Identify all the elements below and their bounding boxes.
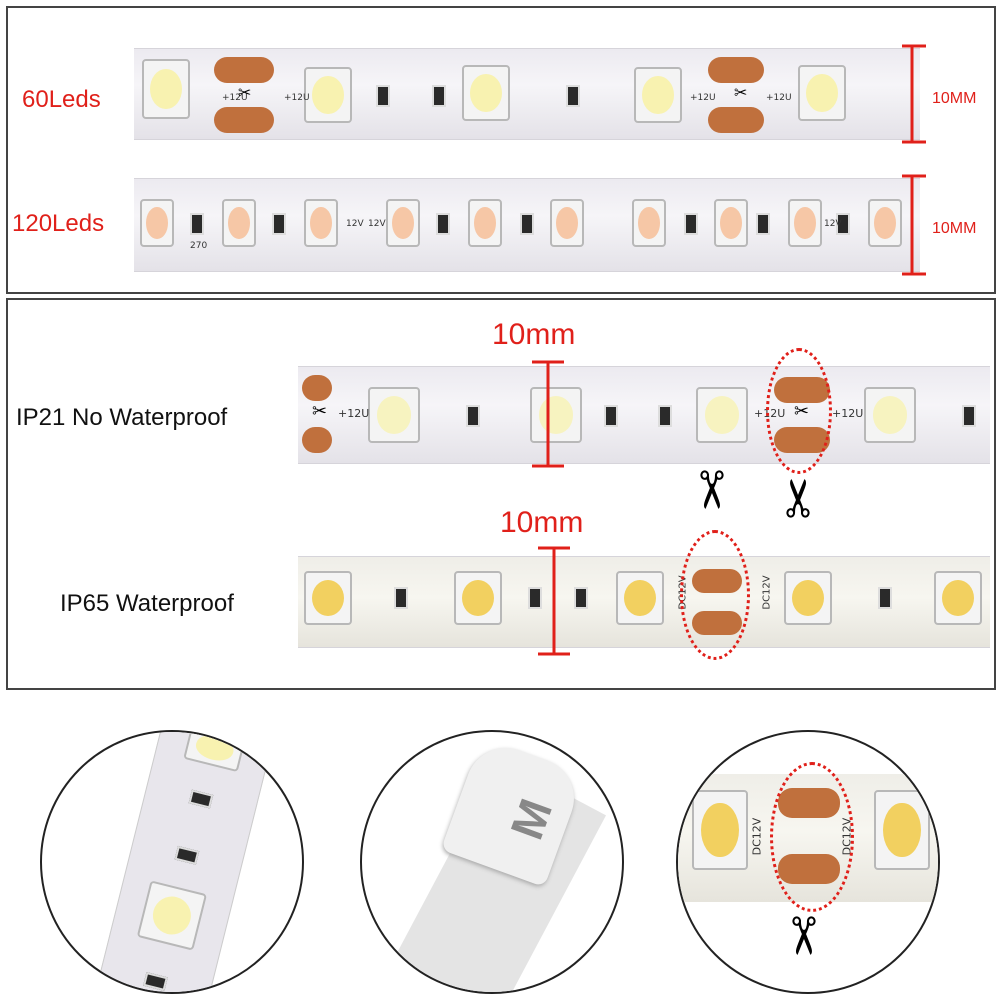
strip-ip65: DC12V DC12V: [298, 556, 990, 648]
width-marker-120leds: [902, 174, 926, 276]
strip-print-voltage: +12U: [222, 93, 248, 103]
cut-point-highlight-detail: [770, 762, 854, 912]
scissors-icon: ✂: [679, 468, 740, 512]
scissors-icon: ✂: [734, 83, 748, 102]
label-120leds: 120Leds: [12, 210, 105, 237]
strip-print-voltage: +12U: [832, 407, 864, 420]
density-panel: 60Leds +12U +12U +12U +12U ✂ ✂ 10MM 120L…: [6, 6, 996, 294]
strip-ip21: +12U +12U +12U ✂ ✂: [298, 366, 990, 464]
dimension-ip21: 10mm: [492, 318, 576, 351]
scissors-icon: ✂: [771, 914, 832, 958]
strip-print-dc12v: DC12V: [750, 817, 764, 856]
strip-60leds: +12U +12U +12U +12U ✂ ✂: [134, 48, 920, 140]
detail-circle-strip-closeup: [40, 730, 304, 994]
strip-print-12v: 12V: [368, 219, 386, 229]
label-ip21: IP21 No Waterproof: [16, 404, 228, 431]
strip-print-voltage: +12U: [284, 93, 310, 103]
scissors-icon: ✂: [238, 83, 252, 102]
detail-circle-adhesive-tape: M: [360, 730, 624, 994]
strip-print-voltage: +12U: [766, 93, 792, 103]
dimension-ip65: 10mm: [500, 506, 584, 539]
cut-point-highlight-ip65: [680, 530, 750, 660]
width-label-120leds: 10MM: [932, 220, 977, 237]
label-60leds: 60Leds: [22, 86, 101, 113]
waterproof-panel: 10mm IP21 No Waterproof +12U +12U +12U ✂…: [6, 298, 996, 690]
cut-point-highlight-ip21: [766, 348, 832, 474]
dimension-marker-ip21: [532, 360, 564, 468]
detail-circle-cut-point: DC12V DC12V ✂: [676, 730, 940, 994]
scissors-icon: ✂: [769, 476, 830, 520]
strip-print-resistor: 270: [190, 241, 208, 251]
label-ip65: IP65 Waterproof: [60, 590, 234, 617]
strip-print-dc12v: DC12V: [761, 575, 773, 610]
scissors-icon: ✂: [312, 401, 328, 422]
strip-print-voltage: +12U: [690, 93, 716, 103]
strip-120leds: 270 12V 12V 12V: [134, 178, 920, 272]
strip-print-voltage: +12U: [338, 407, 370, 420]
width-label-60leds: 10MM: [932, 90, 977, 107]
strip-print-12v: 12V: [824, 219, 842, 229]
dimension-marker-ip65: [538, 546, 570, 656]
width-marker-60leds: [902, 44, 926, 144]
strip-print-12v: 12V: [346, 219, 364, 229]
